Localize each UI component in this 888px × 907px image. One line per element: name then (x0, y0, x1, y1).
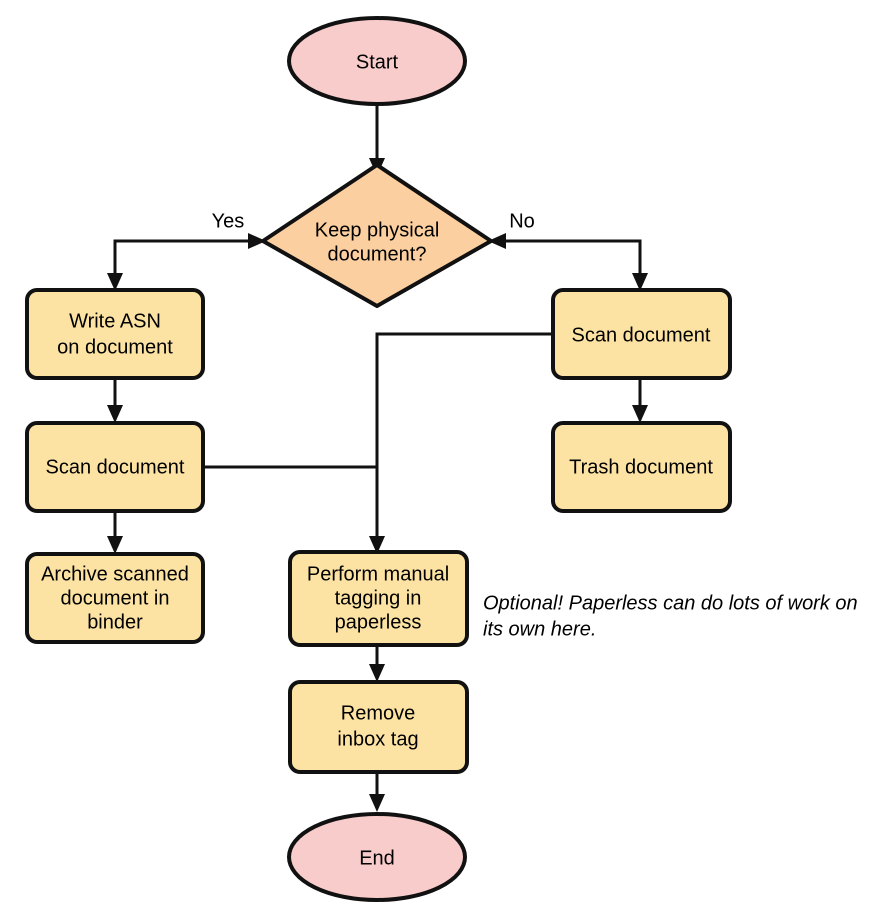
node-trash-document-label: Trash document (569, 456, 713, 478)
node-scan-document-left[interactable]: Scan document (25, 421, 205, 513)
arrow-head-icon (369, 794, 385, 812)
node-tagging-label-line3: paperless (335, 611, 422, 633)
write-asn-box[interactable] (25, 288, 205, 380)
node-scan-document-right-label: Scan document (572, 324, 711, 346)
tagging-box[interactable] (288, 550, 469, 647)
edge-line (492, 239, 642, 281)
arrow-head-icon (107, 273, 123, 291)
edge-scan-right-to-tagging (369, 332, 553, 554)
annotation-line2: its own here. (483, 618, 596, 640)
arrow-head-icon (107, 405, 123, 423)
node-decision-label-line2: document? (328, 243, 427, 265)
node-perform-manual-tagging[interactable]: Perform manual tagging in paperless (288, 550, 469, 647)
edge-line (113, 239, 262, 281)
node-remove-inbox-tag[interactable]: Remove inbox tag (288, 680, 469, 774)
node-scan-document-right[interactable]: Scan document (551, 288, 732, 380)
node-write-asn-label-line2: on document (57, 336, 173, 358)
node-write-asn-label-line1: Write ASN (69, 310, 161, 332)
node-start[interactable]: Start (287, 16, 467, 106)
archive-box[interactable] (25, 552, 205, 644)
arrow-head-icon (632, 273, 648, 291)
annotation-optional-note: Optional! Paperless can do lots of work … (483, 592, 858, 640)
node-archive-scanned-document[interactable]: Archive scanned document in binder (25, 552, 205, 644)
edge-tagging-to-remove-inbox (369, 645, 385, 682)
node-end-label: End (359, 847, 395, 869)
remove-inbox-tag-box[interactable] (288, 680, 469, 774)
scan-document-left-box[interactable] (25, 421, 205, 513)
node-archive-label-line2: document in (61, 587, 170, 609)
edge-decision-no-to-scan-right (488, 233, 648, 291)
node-remove-inbox-label-line2: inbox tag (337, 728, 418, 750)
node-start-label: Start (356, 51, 399, 73)
scan-document-right-box[interactable] (551, 288, 732, 380)
edge-scan-left-to-archive (107, 511, 123, 554)
decision-diamond[interactable] (261, 163, 493, 308)
arrow-head-icon (107, 536, 123, 554)
node-write-asn[interactable]: Write ASN on document (25, 288, 205, 380)
node-trash-document[interactable]: Trash document (551, 421, 732, 513)
edge-decision-yes-to-write-asn (107, 233, 266, 291)
trash-document-box[interactable] (551, 421, 732, 513)
arrow-head-icon (369, 536, 385, 554)
node-archive-label-line1: Archive scanned (41, 563, 189, 585)
node-end[interactable]: End (287, 812, 467, 902)
node-tagging-label-line2: tagging in (335, 587, 422, 609)
arrow-head-icon (369, 664, 385, 682)
edge-remove-inbox-to-end (369, 772, 385, 812)
node-remove-inbox-label-line1: Remove (341, 702, 415, 724)
node-decision-label-line1: Keep physical (315, 219, 440, 241)
end-ellipse[interactable] (287, 812, 467, 902)
arrow-head-icon (632, 405, 648, 423)
edge-label-no: No (509, 210, 535, 232)
edge-write-asn-to-scan-left (107, 378, 123, 423)
edge-scan-right-to-trash (632, 378, 648, 423)
start-ellipse[interactable] (287, 16, 467, 106)
node-archive-label-line3: binder (87, 611, 143, 633)
arrow-head-icon (488, 233, 506, 249)
edge-label-yes: Yes (212, 210, 245, 232)
edge-line (375, 332, 553, 543)
node-scan-document-left-label: Scan document (46, 456, 185, 478)
annotation-line1: Optional! Paperless can do lots of work … (483, 592, 858, 614)
arrow-head-icon (248, 233, 266, 249)
node-decision-keep-physical-document[interactable]: Keep physical document? (261, 163, 493, 308)
node-tagging-label-line1: Perform manual (307, 563, 449, 585)
